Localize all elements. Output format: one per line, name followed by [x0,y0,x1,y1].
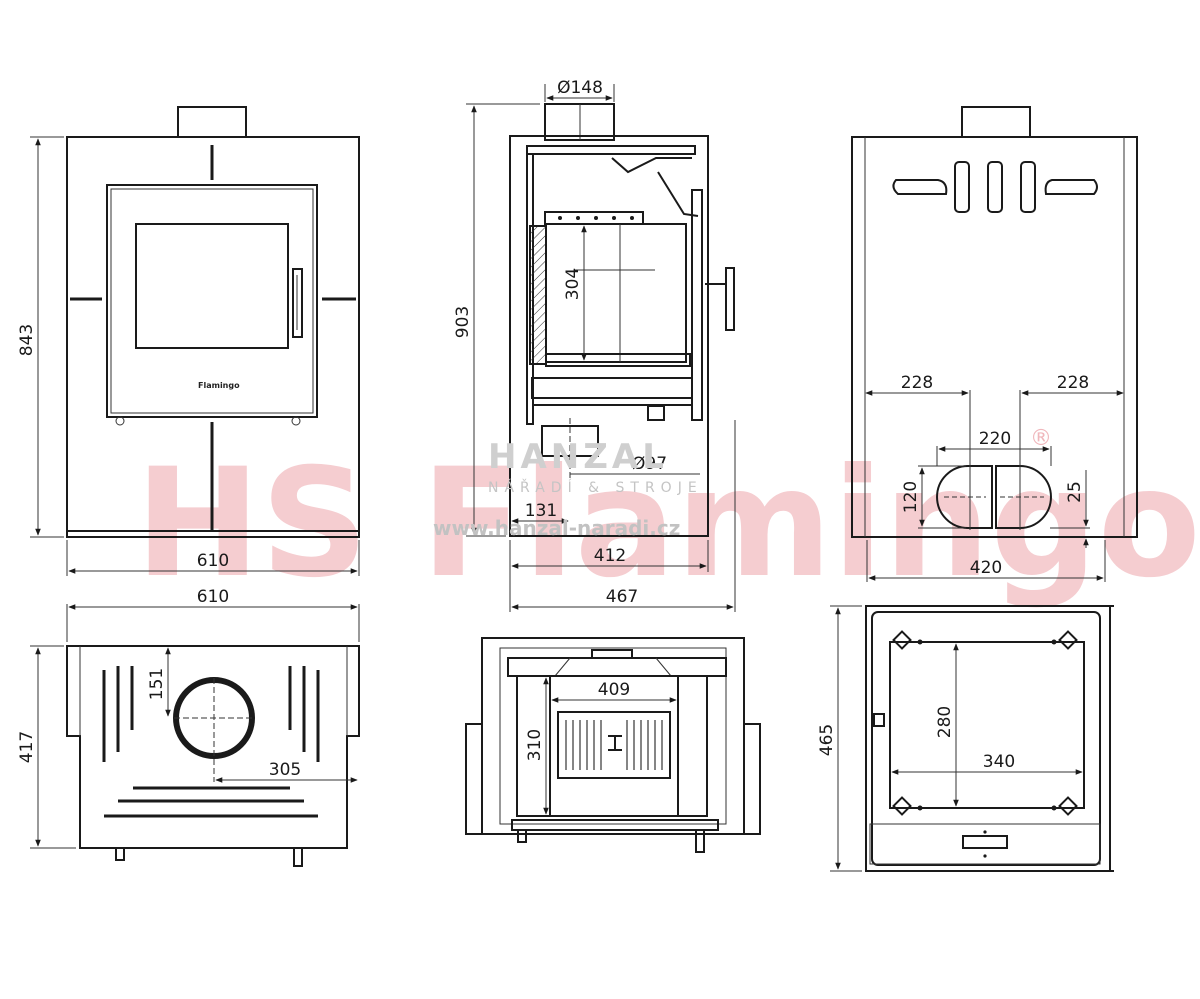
bottom-view: 465 280 340 [817,605,1114,872]
front-width-dim: 610 [197,551,229,571]
side-ashpan [531,377,693,399]
top-view-outline [66,645,360,849]
bottom-feet-width-dim: 340 [983,752,1015,772]
side-depth-total-dim: 467 [606,587,638,607]
side-inlet-offset-dim: 131 [525,501,557,521]
bottom-air-slider [962,835,1008,849]
door-handle [292,268,303,338]
side-firebrick [529,225,547,365]
rear-outlet-bottom-dim: 25 [1065,481,1085,503]
dealer-watermark: HANZAL NÁŘADÍ & STROJE www.hanzal-naradi… [433,437,703,540]
section-firebox-height-dim: 310 [525,729,545,761]
front-height-dim: 843 [17,324,37,356]
rear-outlet-left [936,465,993,529]
top-view: 610 417 151 305 [17,587,360,867]
side-grate [545,353,691,367]
side-firebox-height-dim: 304 [563,268,583,300]
dealer-url: www.hanzal-naradi.cz [433,516,680,540]
side-height-dim: 903 [453,306,473,338]
front-door-frame [106,184,318,418]
top-width-dim: 610 [197,587,229,607]
front-body-outline [66,136,360,538]
section-firebox [549,675,679,817]
watermark-registered-mark: ® [1030,426,1052,451]
front-view: Flamingo 843 610 [17,106,360,576]
rear-vent-3 [1020,161,1036,213]
section-grate [557,711,671,779]
bottom-view-outline [865,605,1111,872]
bottom-foot-markers [892,630,1078,816]
rear-outlet-width-dim: 220 [979,429,1011,449]
front-door-glass [135,223,289,349]
top-depth-dim: 417 [17,731,37,763]
rear-outlet-height-dim: 120 [901,481,921,513]
rear-vent-1 [954,161,970,213]
front-flue-collar [177,106,247,138]
top-flue-offset-dim: 151 [147,668,167,700]
rear-right-offset-dim: 228 [1057,373,1089,393]
side-firebox [545,223,687,363]
section-firebox-width-dim: 409 [598,680,630,700]
dealer-tagline: NÁŘADÍ & STROJE [488,479,703,496]
rear-width-dim: 420 [970,558,1002,578]
rear-left-offset-dim: 228 [901,373,933,393]
bottom-plate [889,641,1085,809]
side-body-outline [509,135,709,537]
dealer-name: HANZAL [488,437,668,477]
bottom-feet-depth-dim: 280 [935,706,955,738]
rear-vent-right [1044,179,1098,195]
rear-vent-left [892,179,948,195]
side-door-handle [705,267,735,331]
rear-outlet-right [995,465,1052,529]
rear-vent-2 [987,161,1003,213]
rear-body-outline [851,136,1138,538]
rear-flue-collar [961,106,1031,138]
side-depth-body-dim: 412 [594,546,626,566]
front-section-view: 409 310 [465,637,761,853]
side-door-profile [691,189,703,421]
top-flue-center-dim: 305 [269,760,301,780]
rear-view: 228 228 220 120 25 420 [851,106,1138,582]
side-flue-diameter-dim: Ø148 [557,78,603,98]
side-view: Ø148 903 304 Ø97 131 412 467 [453,78,736,612]
side-inlet-diameter-dim: Ø97 [632,454,667,474]
stove-logo: Flamingo [198,381,240,390]
bottom-depth-dim: 465 [817,724,837,756]
